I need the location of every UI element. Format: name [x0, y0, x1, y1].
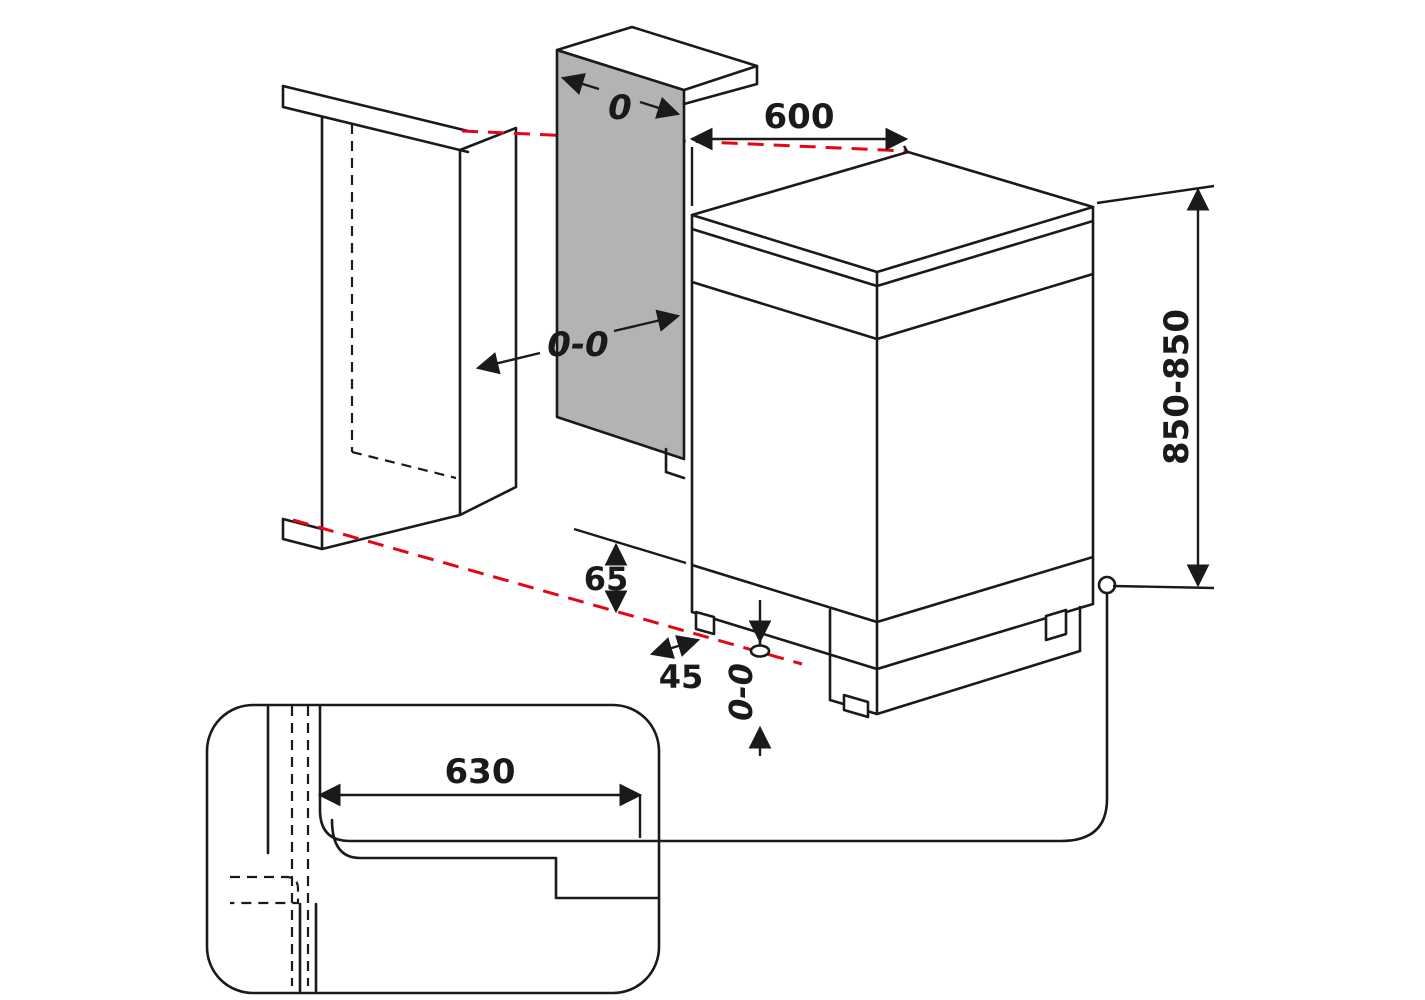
dishwasher-top-face: [690, 150, 1095, 274]
inset-hidden-edges: [230, 706, 310, 986]
side-gap-arrow-right: [613, 309, 681, 333]
floor-gap-label: 0-0: [722, 663, 760, 721]
top-gap-arrow-right: [639, 96, 681, 119]
dishwasher: [690, 150, 1095, 719]
callout-circle: [1097, 575, 1117, 595]
height-label: 850-850: [1157, 309, 1197, 465]
dimension-side-gap: 0-0: [475, 309, 681, 375]
side-gap-arrow-left: [475, 351, 541, 375]
dishwasher-foot-pad: [749, 644, 771, 658]
filler-panel: [555, 25, 759, 480]
inset-frame: [205, 703, 661, 995]
dishwasher-body-lines: [690, 205, 1095, 716]
width-label: 600: [764, 97, 835, 137]
plinth-recess-arrow: [649, 635, 701, 659]
dimension-top-gap: 0: [560, 73, 681, 128]
inset-detail: 630: [205, 703, 661, 995]
callout-connector-line: [657, 591, 1109, 843]
dimension-floor-gap: 0-0: [722, 600, 772, 756]
dimension-width: 600: [689, 97, 910, 206]
alignment-guide-floor: [292, 518, 803, 666]
detail-callout: [657, 575, 1117, 843]
dimension-plinth-recess: 45: [649, 635, 704, 696]
inset-plinth-lines: [266, 704, 660, 993]
countertop-edges: [664, 64, 759, 480]
dishwasher-foot-front-corner: [842, 693, 870, 719]
inset-depth-label: 630: [445, 752, 516, 792]
foot-adjust-reference-line: [573, 527, 687, 565]
plinth-recess-label: 45: [659, 658, 704, 696]
dimension-height: 850-850: [1096, 184, 1215, 590]
dimension-foot-adjust: 65: [573, 527, 687, 614]
foot-adjust-label: 65: [584, 560, 629, 598]
dimension-inset-depth: 630: [317, 752, 643, 838]
left-cabinet: [281, 84, 518, 551]
dishwasher-foot-front-left: [694, 610, 716, 636]
dishwasher-foot-rear-right: [1044, 608, 1068, 642]
top-gap-label: 0: [608, 88, 632, 128]
cabinet-hidden-edges: [350, 124, 457, 480]
top-gap-arrow-left: [560, 73, 600, 95]
side-gap-label: 0-0: [547, 325, 608, 365]
cabinet-outline: [281, 84, 518, 551]
